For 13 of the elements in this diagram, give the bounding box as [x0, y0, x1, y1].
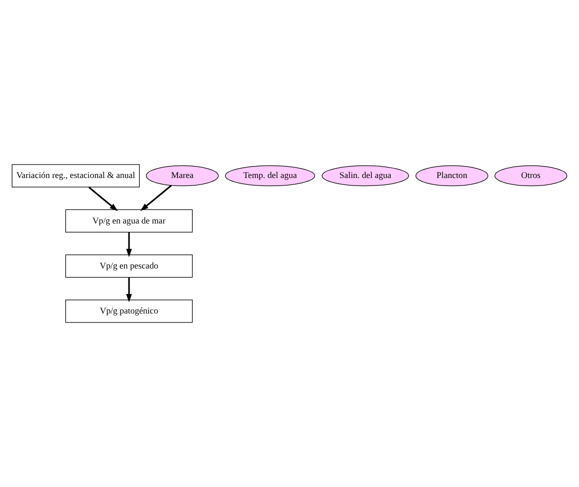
- arrow: [140, 184, 172, 212]
- node-box: Vp/g en agua de mar: [65, 209, 193, 233]
- node-box: Variación reg., estacional & anual: [12, 164, 140, 188]
- node-ellipse: Salin. del agua: [322, 165, 409, 186]
- node-ellipse: Marea: [146, 165, 219, 186]
- node-ellipse: Otros: [494, 165, 568, 186]
- node-box: Vp/g en pescado: [65, 254, 193, 278]
- node-box: Vp/g patogénico: [65, 300, 193, 323]
- node-ellipse: Temp. del agua: [225, 165, 316, 186]
- arrow: [126, 278, 132, 302]
- arrow: [126, 232, 132, 258]
- node-ellipse: Plancton: [416, 165, 488, 186]
- arrow: [88, 186, 118, 212]
